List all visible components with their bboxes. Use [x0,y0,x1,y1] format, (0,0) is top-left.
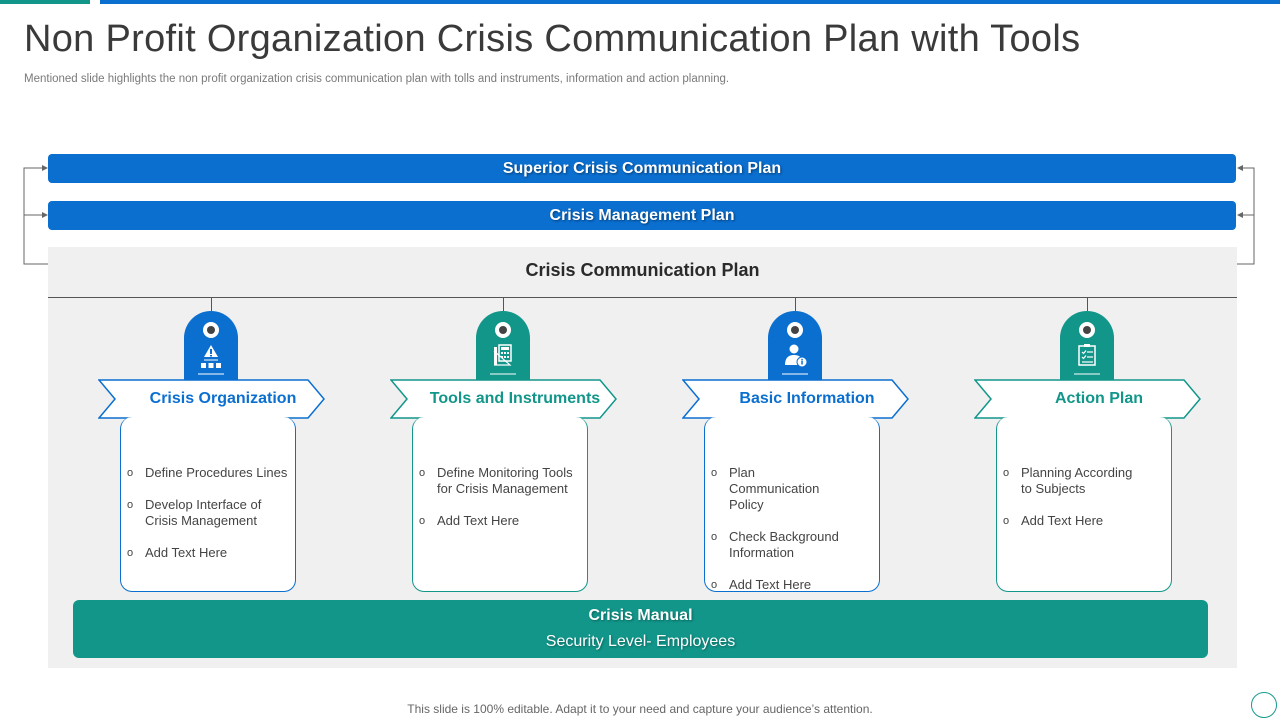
column-card: Define Monitoring Tools for Crisis Manag… [412,417,588,592]
list-item: Add Text Here [711,577,873,593]
column-title: Crisis Organization [149,390,297,407]
column-title: Basic Information [739,390,875,407]
tag-hole [495,322,511,338]
panel-title: Crisis Communication Plan [525,260,760,280]
column-title: Tools and Instruments [429,390,601,407]
list-item: Develop Interface of Crisis Management [127,497,289,529]
column-tools-and-instruments: Tools and Instruments Define Monitoring … [390,297,620,597]
column-tag [476,311,530,381]
tools-calculator-icon [490,344,516,375]
panel-divider [48,297,1237,298]
warning-network-icon [198,345,224,375]
list-item: Add Text Here [1003,513,1165,529]
tag-hole [1079,322,1095,338]
list-item: Add Text Here [419,513,581,529]
chevron-header [682,379,909,419]
footer-note: This slide is 100% editable. Adapt it to… [407,702,873,716]
page-subtitle: Mentioned slide highlights the non profi… [24,73,730,85]
list-item: Check Background Information [711,529,861,561]
column-card: Planning According to Subjects Add Text … [996,417,1172,592]
checklist-icon [1074,344,1100,375]
column-card: Define Procedures Lines Develop Interfac… [120,417,296,592]
management-plan-bar: Crisis Management Plan [48,201,1236,230]
item-list: Plan Communication Policy Check Backgrou… [711,465,873,609]
chevron-header [974,379,1201,419]
item-list: Define Monitoring Tools for Crisis Manag… [419,465,581,545]
top-accent-teal [0,0,90,4]
list-item: Plan Communication Policy [711,465,841,513]
chevron-header [98,379,325,419]
column-tag [184,311,238,381]
item-list: Planning According to Subjects Add Text … [1003,465,1165,545]
chevron-header [390,379,617,419]
column-stem [1087,297,1088,311]
person-info-icon [782,344,808,375]
page-title: Non Profit Organization Crisis Communica… [24,18,1081,60]
crisis-manual-subtitle: Security Level- Employees [545,633,736,650]
tag-hole [203,322,219,338]
column-stem [211,297,212,311]
list-item: Define Monitoring Tools for Crisis Manag… [419,465,581,497]
list-item: Add Text Here [127,545,289,561]
superior-plan-bar: Superior Crisis Communication Plan [48,154,1236,183]
column-card: Plan Communication Policy Check Backgrou… [704,417,880,593]
column-stem [795,297,796,311]
crisis-manual-title: Crisis Manual [588,607,693,624]
column-action-plan: Action Plan Planning According to Subjec… [974,297,1204,597]
tag-hole [787,322,803,338]
column-basic-information: Basic Information Plan Communication Pol… [682,297,912,597]
column-tag [1060,311,1114,381]
column-tag [768,311,822,381]
item-list: Define Procedures Lines Develop Interfac… [127,465,289,577]
top-accent-blue [100,0,1280,4]
list-item: Planning According to Subjects [1003,465,1143,497]
list-item: Define Procedures Lines [127,465,289,481]
column-stem [503,297,504,311]
column-title: Action Plan [1054,390,1143,407]
column-crisis-organization: Crisis Organization Define Procedures Li… [98,297,328,597]
crisis-manual-bar: Crisis Manual Security Level- Employees [73,600,1208,658]
corner-circle-icon [1251,692,1277,718]
